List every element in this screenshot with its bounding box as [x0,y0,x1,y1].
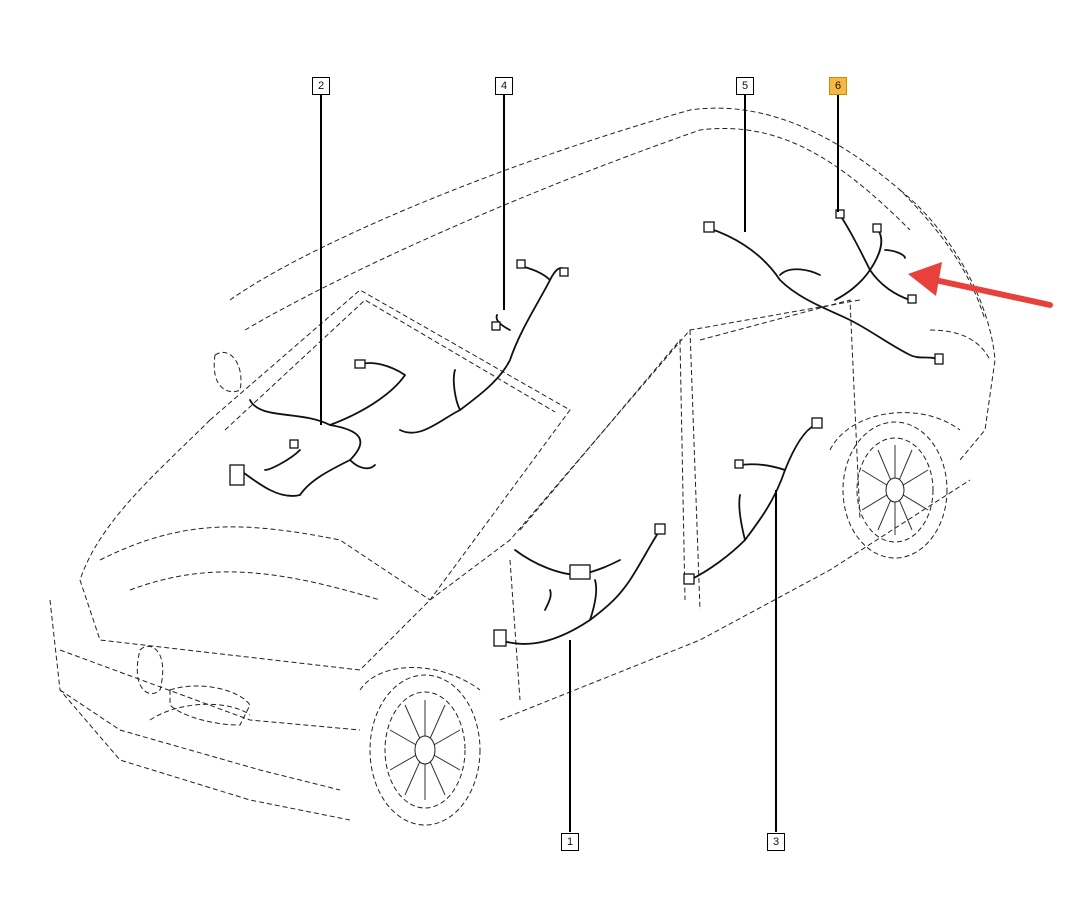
callout-2[interactable]: 2 [312,77,330,95]
callout-6[interactable]: 6 [829,77,847,95]
callout-4[interactable]: 4 [495,77,513,95]
harness-5 [703,221,944,365]
harness-3 [683,417,823,585]
harness-6 [834,209,917,304]
harness-4 [399,259,569,434]
callout-1[interactable]: 1 [561,833,579,851]
harness-1 [493,523,666,647]
leader-lines [320,94,839,832]
car-body-outline [49,107,996,826]
harness-2 [229,359,406,497]
red-arrow-icon [908,262,1053,308]
callout-3[interactable]: 3 [767,833,785,851]
callout-5[interactable]: 5 [736,77,754,95]
